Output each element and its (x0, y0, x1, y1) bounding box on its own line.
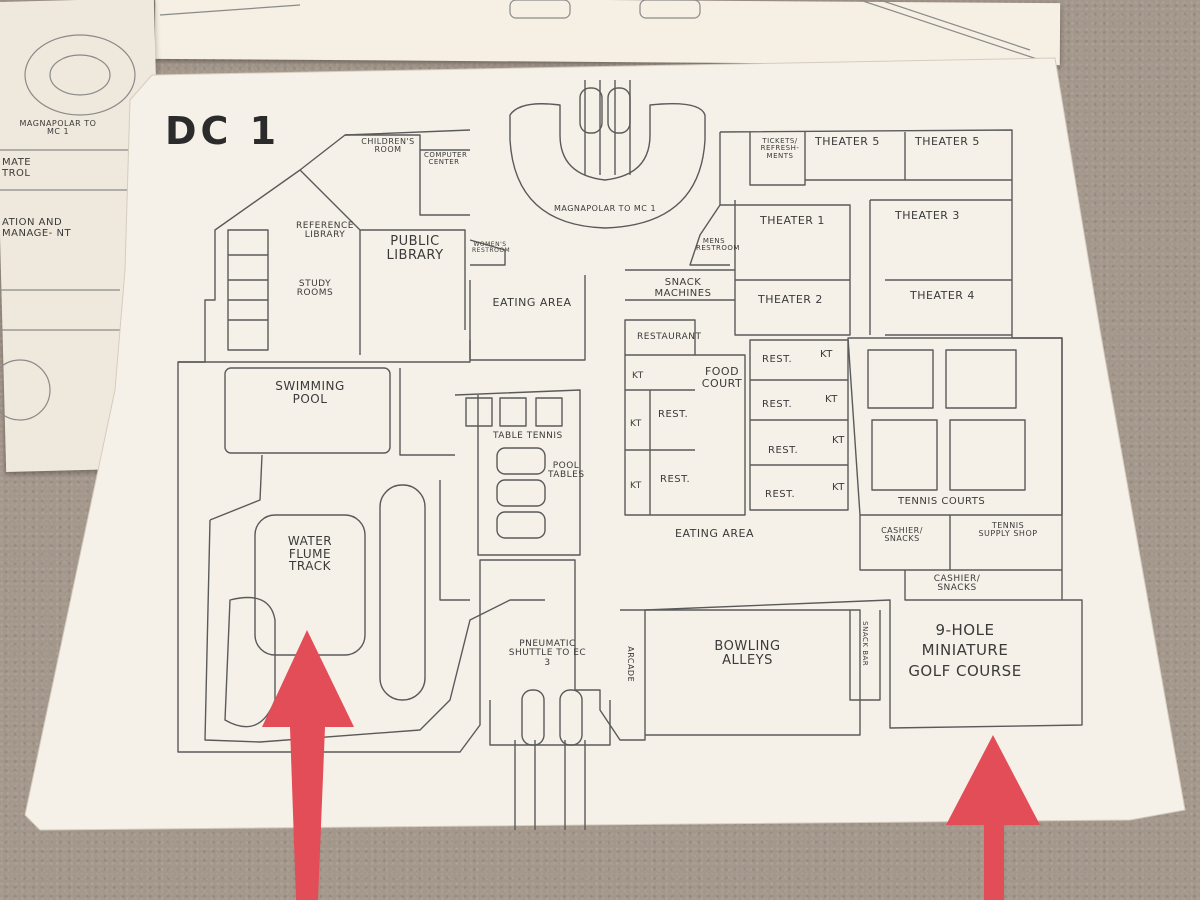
label-pneumatic: Pneumatic Shuttle to EC 3 (508, 639, 587, 668)
label-kt-5: KT (825, 394, 838, 405)
map-title: DC 1 (165, 109, 281, 153)
label-kt-1: KT (632, 371, 644, 381)
label-pool-tables: Pool Tables (548, 461, 585, 481)
label-theater-2: Theater 2 (758, 293, 823, 306)
label-theater-4: Theater 4 (910, 289, 975, 302)
label-table-tennis: Table Tennis (493, 431, 563, 441)
label-theater-1: Theater 1 (760, 214, 825, 227)
label-tickets: Tickets/ Refresh-ments (760, 137, 800, 160)
label-rest-3: Rest. (762, 354, 793, 365)
label-magnapolar: Magnapolar to MC 1 (553, 204, 657, 213)
label-water-flume: Water Flume Track (287, 534, 333, 574)
label-computer-center: Computer Center (424, 151, 468, 167)
label-mens-restroom: Mens Restroom (696, 237, 740, 253)
label-kt-7: KT (832, 482, 845, 493)
label-cashier-snacks-2: Cashier/ Snacks (933, 574, 981, 594)
label-mini-golf: 9-Hole Miniature Golf Course (908, 621, 1022, 680)
label-childrens-room: Children's Room (361, 137, 415, 155)
label-tennis-courts: Tennis Courts (898, 496, 986, 507)
neighbor-magnapolar-label: Magnapolar to MC 1 (19, 119, 97, 137)
label-theater-3: Theater 3 (895, 209, 960, 222)
label-tennis-supply: Tennis Supply Shop (978, 521, 1038, 539)
label-swimming-pool: Swimming Pool (275, 379, 345, 406)
label-rest-2: Rest. (660, 474, 691, 485)
label-kt-3: KT (630, 481, 642, 491)
label-kt-4: KT (820, 349, 833, 360)
label-bowling: Bowling Alleys (714, 639, 781, 668)
neighbor-fragment-1: Mate trol (2, 157, 32, 179)
label-food-court: Food Court (701, 365, 743, 390)
neighbor-fragment-2: ation and manage- nt (2, 217, 72, 239)
label-womens-restroom: Women's Restroom (472, 241, 511, 255)
label-rest-1: Rest. (658, 409, 689, 420)
label-kt-6: KT (832, 435, 845, 446)
label-rest-5: Rest. (768, 445, 799, 456)
label-snack-machines: Snack Machines (654, 277, 712, 299)
label-restaurant: Restaurant (637, 332, 702, 342)
label-kt-2: KT (630, 419, 642, 429)
label-eating-area-lower: Eating Area (675, 527, 754, 540)
label-theater-5b: Theater 5 (915, 135, 980, 148)
label-rest-6: Rest. (765, 489, 796, 500)
label-theater-5a: Theater 5 (815, 135, 880, 148)
label-reference-library: Reference Library (296, 221, 354, 241)
label-study-rooms: Study Rooms (296, 279, 334, 299)
label-eating-area-upper: Eating Area (492, 296, 572, 309)
label-rest-4: Rest. (762, 399, 793, 410)
arrow-water-flume (262, 630, 354, 900)
label-cashier-snacks-1: Cashier/ Snacks (881, 526, 923, 544)
main-sheet (24, 57, 1186, 831)
label-public-library: Public Library (386, 234, 444, 263)
arrow-mini-golf (946, 735, 1040, 900)
